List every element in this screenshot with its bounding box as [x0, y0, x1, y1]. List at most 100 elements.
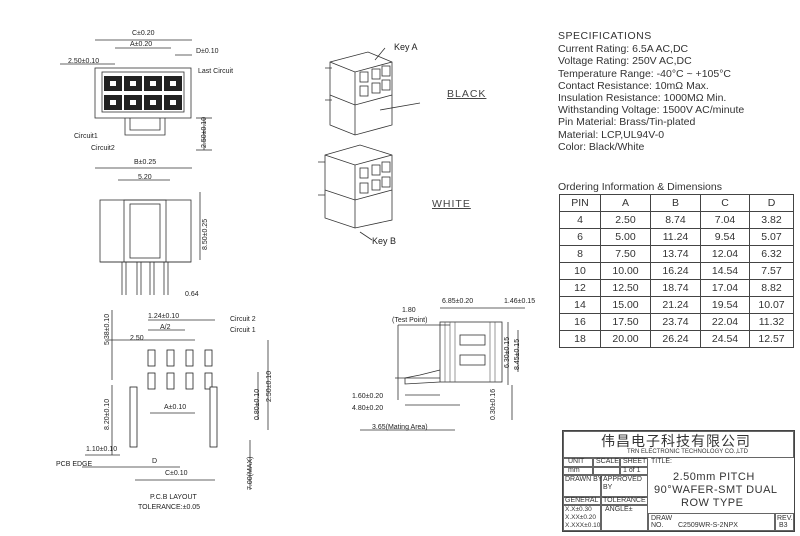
spec-contact-resistance: Contact Resistance: 10mΩ Max.	[558, 79, 709, 92]
side-w2: 1.46±0.15	[504, 298, 536, 305]
spec-withstanding-voltage: Withstanding Voltage: 1500V AC/minute	[558, 104, 745, 117]
table-cell: 14	[559, 296, 601, 314]
pcb-circuit1-label: Circuit 1	[230, 327, 256, 334]
pcb-layout-drawing	[82, 310, 269, 490]
table-cell: 5.00	[600, 228, 651, 246]
title-label: TITLE:	[651, 458, 673, 465]
front-view-pin-dim: 0.64	[185, 291, 199, 298]
table-cell: 5.07	[749, 228, 794, 246]
side-h2: 6.30±0.15	[504, 336, 511, 368]
drawing-title-line3: ROW TYPE	[681, 497, 744, 509]
top-view-drawing	[60, 39, 212, 151]
side-view-drawing	[360, 307, 525, 431]
pcb-left-dim: 5.38±0.10	[104, 313, 111, 345]
iso-view-black-drawing	[325, 47, 421, 136]
spec-temperature: Temperature Range: -40°C ~ +105°C	[558, 67, 731, 80]
table-cell: 6.32	[749, 245, 794, 263]
pcb-a-dim: A±0.10	[164, 404, 187, 411]
tolerance-2: X.XX±0.20	[565, 514, 597, 521]
table-cell: 10.07	[749, 296, 794, 314]
iso-view-white-drawing	[318, 144, 393, 241]
table-cell: 7.50	[600, 245, 651, 263]
table-cell: 18	[559, 330, 601, 348]
black-label: BLACK	[447, 88, 487, 100]
table-cell: 19.54	[700, 296, 750, 314]
pcb-c-dim: C±0.10	[165, 470, 188, 477]
sheet-label: SHEET	[623, 458, 647, 465]
side-h1: 8.45±0.15	[514, 338, 521, 370]
pcb-edge-dim: 1.10±0.10	[86, 446, 118, 453]
drawn-by-label: DRAWN BY	[565, 476, 603, 483]
spec-current: Current Rating: 6.5A AC,DC	[558, 43, 689, 56]
table-cell: 6	[559, 228, 601, 246]
circuit1-label: Circuit1	[74, 133, 98, 140]
drawing-title-line2: 90°WAFER-SMT DUAL	[654, 484, 778, 496]
scale-label: SCALE	[596, 458, 619, 465]
table-cell: 26.24	[650, 330, 701, 348]
side-b3: 0.30±0.16	[490, 388, 497, 420]
front-view-inner-dim: 5.20	[138, 174, 152, 181]
table-cell: 7.04	[700, 211, 750, 229]
pcb-circuit2-label: Circuit 2	[230, 316, 256, 323]
table-cell: 12.57	[749, 330, 794, 348]
pcb-tall-dim: 8.20±0.10	[104, 398, 111, 430]
top-view-d-dim: D±0.10	[196, 48, 219, 55]
front-view-height-dim: 8.50±0.25	[202, 218, 209, 250]
ordering-title: Ordering Information & Dimensions	[558, 181, 722, 193]
side-b2: 4.80±0.20	[352, 405, 384, 412]
general-label: GENERAL	[565, 497, 599, 504]
draw-label: DRAW	[651, 515, 673, 522]
table-cell: 11.32	[749, 313, 794, 331]
col-header: PIN	[559, 194, 601, 212]
spec-material: Material: LCP,UL94V-0	[558, 128, 665, 141]
table-cell: 15.00	[600, 296, 651, 314]
table-cell: 17.50	[600, 313, 651, 331]
pcb-right-dim: 2.50±0.10	[266, 370, 273, 402]
table-cell: 14.54	[700, 262, 750, 280]
ordering-header-row: PIN A B C D	[559, 194, 794, 212]
key-b-label: Key B	[372, 236, 397, 246]
rev-label: REV.	[777, 515, 793, 522]
table-cell: 2.50	[600, 211, 651, 229]
unit-label: UNIT	[568, 458, 585, 465]
company-name-cn: 伟昌电子科技有限公司	[601, 433, 751, 449]
table-cell: 4	[559, 211, 601, 229]
pcb-tolerance: TOLERANCE:±0.05	[138, 504, 201, 511]
table-cell: 8	[559, 245, 601, 263]
col-header: C	[700, 194, 750, 212]
spec-color: Color: Black/White	[558, 140, 645, 153]
circuit2-label: Circuit2	[91, 145, 115, 152]
side-b1: 1.60±0.20	[352, 393, 384, 400]
key-a-label: Key A	[394, 42, 418, 52]
col-header: A	[600, 194, 651, 212]
company-name-en: TRN ELECTRONIC TECHNOLOGY CO.,LTD	[627, 449, 749, 455]
table-cell: 16.24	[650, 262, 701, 280]
pcb-top-dim: 1.24±0.10	[148, 313, 180, 320]
side-mating: 3.65(Mating Area)	[372, 424, 428, 431]
table-cell: 7.57	[749, 262, 794, 280]
pcb-d-label: D	[152, 458, 158, 465]
specifications-block: SPECIFICATIONS Current Rating: 6.5A AC,D…	[558, 30, 744, 153]
table-cell: 12.04	[700, 245, 750, 263]
spec-pin-material: Pin Material: Brass/Tin-plated	[558, 116, 696, 129]
col-header: B	[650, 194, 701, 212]
table-cell: 18.74	[650, 279, 701, 297]
table-cell: 23.74	[650, 313, 701, 331]
sheet-value: 1 of 1	[623, 467, 641, 474]
last-circuit-label: Last Circuit	[198, 68, 234, 75]
table-cell: 9.54	[700, 228, 750, 246]
pcb-pitch-dim: 2.50	[130, 335, 144, 342]
table-cell: 16	[559, 313, 601, 331]
col-header: D	[749, 194, 794, 212]
top-view-pitch-dim: 2.50±0.10	[68, 58, 100, 65]
